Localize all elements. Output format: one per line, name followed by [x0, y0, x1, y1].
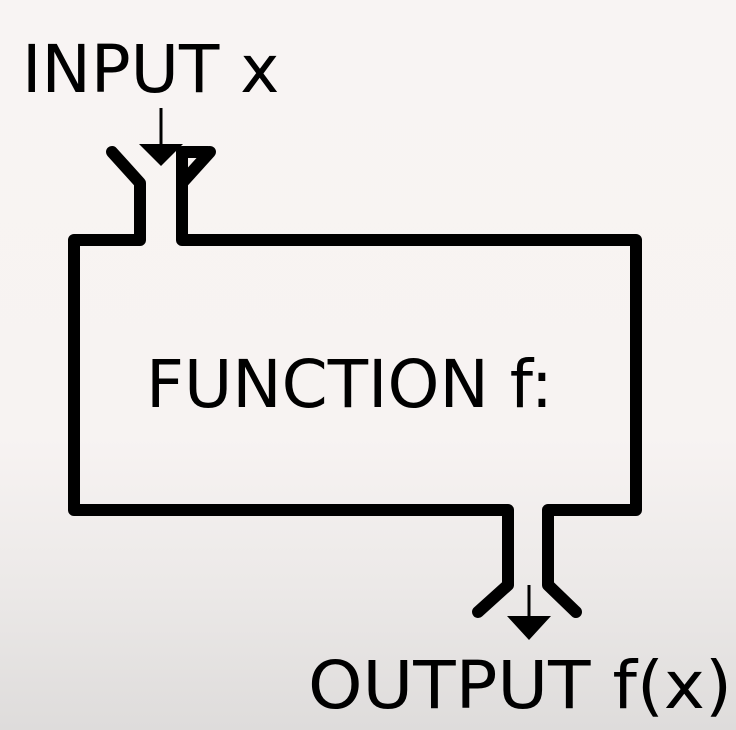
- output-label: OUTPUT f(x): [308, 647, 732, 724]
- input-arrow-icon: [139, 108, 183, 166]
- output-arrow-icon: [507, 585, 551, 640]
- function-machine-body: [68, 146, 642, 618]
- input-label: INPUT x: [22, 31, 279, 108]
- function-label: FUNCTION f:: [146, 346, 553, 423]
